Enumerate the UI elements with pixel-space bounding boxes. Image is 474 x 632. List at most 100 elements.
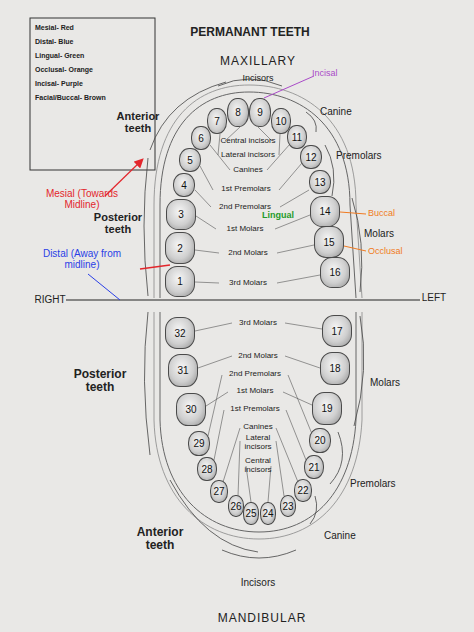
tooth-shape: 31 bbox=[168, 354, 198, 387]
posterior-bracket bbox=[144, 158, 148, 296]
chart-label: Distal (Away from midline) bbox=[30, 248, 134, 270]
leader-line bbox=[198, 356, 232, 368]
legend-item: Occlusal- Orange bbox=[35, 66, 109, 74]
anterior-bracket bbox=[150, 82, 226, 150]
tooth-number: 30 bbox=[185, 404, 196, 415]
tooth-shape: 16 bbox=[320, 257, 350, 288]
chart-label: Central incisors bbox=[236, 457, 280, 475]
chart-label: Incisors bbox=[228, 73, 288, 83]
tooth-number: 1 bbox=[177, 276, 183, 287]
chart-label: 3rd Molars bbox=[227, 319, 289, 328]
incisor-bracket bbox=[222, 550, 296, 558]
tooth-shape: 19 bbox=[312, 392, 342, 425]
tooth-shape: 25 bbox=[243, 502, 259, 525]
chart-label: Canine bbox=[324, 530, 374, 541]
chart-label: Incisal bbox=[312, 68, 352, 78]
tooth-shape: 5 bbox=[179, 148, 201, 172]
chart-label: Lingual bbox=[253, 210, 303, 220]
tooth-number: 8 bbox=[235, 107, 241, 118]
tooth-shape: 30 bbox=[176, 393, 206, 426]
tooth-number: 14 bbox=[319, 206, 330, 217]
tooth-number: 21 bbox=[308, 462, 319, 473]
chart-label: Canines bbox=[223, 166, 273, 175]
canine-bracket bbox=[306, 112, 316, 132]
tooth-number: 11 bbox=[292, 132, 302, 143]
leader-lines bbox=[195, 127, 322, 502]
tooth-number: 12 bbox=[305, 152, 316, 163]
chart-label: Molars bbox=[370, 377, 420, 388]
tooth-shape: 6 bbox=[191, 126, 211, 150]
legend-text: Mesial- Red bbox=[35, 24, 74, 31]
leader-line bbox=[208, 375, 222, 436]
leader-line bbox=[206, 392, 228, 406]
tooth-number: 22 bbox=[297, 485, 308, 496]
tooth-number: 18 bbox=[329, 363, 340, 374]
tooth-shape: 15 bbox=[314, 226, 344, 258]
tooth-number: 23 bbox=[282, 501, 293, 512]
chart-label: Mesial (Towards Midline) bbox=[32, 188, 132, 210]
leader-line bbox=[223, 428, 240, 482]
tooth-number: 5 bbox=[187, 155, 193, 166]
tooth-shape: 27 bbox=[210, 480, 228, 503]
leader-line bbox=[276, 428, 298, 482]
leader-line bbox=[276, 441, 284, 496]
chart-label: Canines bbox=[233, 423, 283, 432]
leader-line bbox=[196, 216, 216, 229]
leader-line bbox=[285, 356, 320, 368]
chart-label: Anterior teeth bbox=[113, 110, 163, 135]
tooth-shape: 18 bbox=[320, 352, 350, 385]
tooth-shape: 32 bbox=[165, 317, 195, 349]
tooth-shape: 9 bbox=[249, 98, 271, 127]
tooth-number: 10 bbox=[275, 116, 286, 127]
leader-line bbox=[195, 190, 211, 207]
tooth-shape: 8 bbox=[227, 98, 249, 127]
mesial-mark bbox=[140, 265, 170, 269]
chart-label: Buccal bbox=[368, 208, 418, 218]
canine-bracket bbox=[310, 496, 317, 524]
chart-label: Canine bbox=[320, 106, 370, 117]
chart-label: Lateral incisors bbox=[215, 151, 281, 160]
tooth-number: 2 bbox=[177, 243, 183, 254]
tooth-shape: 20 bbox=[309, 428, 331, 453]
chart-label: Anterior teeth bbox=[125, 526, 195, 553]
posterior-bracket bbox=[144, 312, 150, 455]
tooth-number: 17 bbox=[331, 326, 342, 337]
molar-bracket bbox=[352, 198, 362, 292]
tooth-shape: 7 bbox=[207, 108, 227, 134]
leader-line bbox=[283, 392, 312, 405]
chart-label: Incisors bbox=[228, 577, 288, 588]
chart-label: 1st Molars bbox=[224, 387, 286, 396]
chart-label: 2nd Premolars bbox=[219, 370, 291, 379]
tooth-number: 24 bbox=[262, 508, 273, 519]
tooth-shape: 17 bbox=[322, 315, 352, 347]
tooth-number: 19 bbox=[321, 403, 332, 414]
chart-label: MANDIBULAR bbox=[197, 612, 327, 625]
anterior-bracket bbox=[170, 480, 258, 552]
legend-text: Occlusal- Orange bbox=[35, 66, 93, 73]
chart-label: 1st Premolars bbox=[210, 185, 282, 194]
tooth-number: 16 bbox=[329, 267, 340, 278]
tooth-number: 15 bbox=[323, 237, 334, 248]
chart-label: Premolars bbox=[350, 478, 410, 489]
chart-label: 3rd Molars bbox=[217, 279, 279, 288]
legend: Mesial- RedDistal- BlueLingual- GreenOcc… bbox=[35, 24, 109, 108]
chart-label: MAXILLARY bbox=[198, 55, 318, 68]
tooth-shape: 21 bbox=[304, 455, 324, 479]
tooth-shape: 28 bbox=[197, 457, 217, 481]
tooth-number: 32 bbox=[174, 328, 185, 339]
legend-item: Lingual- Green bbox=[35, 52, 109, 60]
legend-text: Facial/Buccal- Brown bbox=[35, 94, 106, 101]
distal-pointer bbox=[88, 274, 120, 300]
leader-line bbox=[279, 163, 302, 190]
leader-line bbox=[195, 250, 219, 253]
chart-label: Occlusal bbox=[368, 246, 428, 256]
leader-line bbox=[218, 134, 220, 155]
tooth-shape: 1 bbox=[165, 266, 195, 297]
chart-label: 2nd Molars bbox=[227, 352, 289, 361]
legend-item: Incisal- Purple bbox=[35, 80, 109, 88]
upper-arch bbox=[160, 92, 356, 298]
tooth-number: 29 bbox=[193, 438, 204, 449]
chart-label: LEFT bbox=[414, 292, 454, 303]
tooth-shape: 2 bbox=[165, 232, 195, 264]
tooth-number: 26 bbox=[230, 501, 241, 512]
